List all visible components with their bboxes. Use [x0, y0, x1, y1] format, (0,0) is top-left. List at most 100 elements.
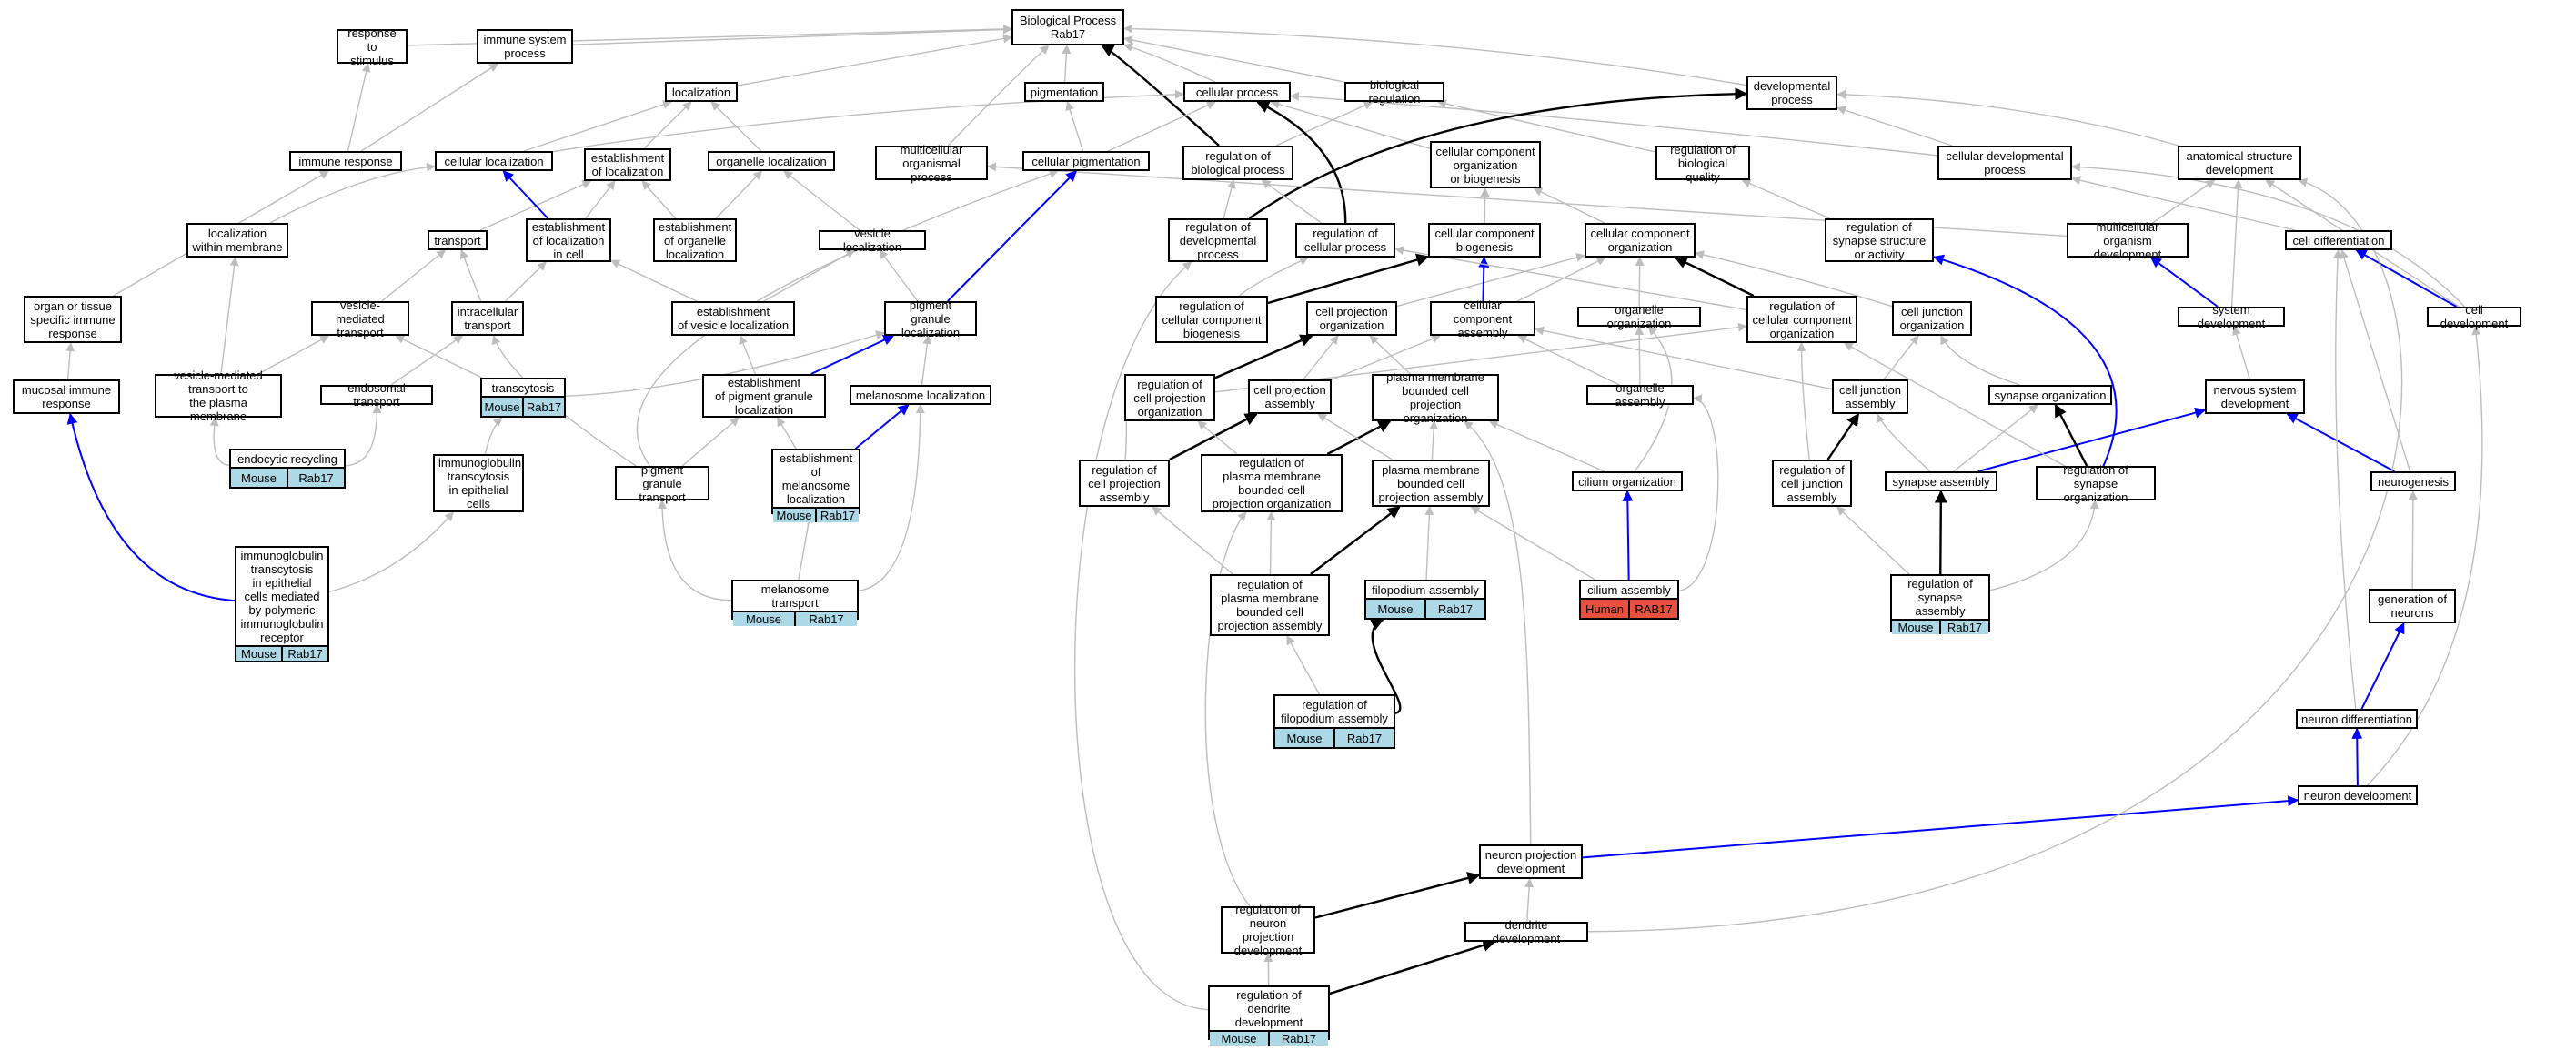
- go-term-roccco[interactable]: regulation of cellular component organiz…: [1746, 296, 1857, 343]
- go-term-label: mucosal immune response: [21, 383, 112, 410]
- go-term-itecpir[interactable]: immunoglobulin transcytosis in epithelia…: [235, 546, 329, 662]
- go-term-mod[interactable]: multicellular organism development: [2067, 220, 2189, 261]
- go-term-vl[interactable]: vesicle localization: [819, 227, 926, 254]
- go-term-ccob[interactable]: cellular component organization or bioge…: [1430, 141, 1541, 188]
- go-term-robp[interactable]: regulation of biological process: [1182, 146, 1293, 180]
- go-term-cp[interactable]: cellular process: [1183, 82, 1291, 102]
- go-term-lwm[interactable]: localization within membrane: [186, 223, 288, 258]
- go-term-isp[interactable]: immune system process: [477, 29, 573, 64]
- edge-is-a-ol-to-loc: [710, 101, 762, 152]
- go-term-vmttpm[interactable]: vesicle-mediated transport to the plasma…: [155, 369, 282, 423]
- go-term-loc[interactable]: localization: [665, 82, 738, 102]
- go-term-oo[interactable]: organelle organization: [1577, 303, 1701, 330]
- go-term-cjo[interactable]: cell junction organization: [1892, 301, 1972, 336]
- go-term-pgl[interactable]: pigment granule localization: [884, 298, 977, 339]
- go-term-tr[interactable]: transport: [428, 230, 488, 250]
- go-term-ol[interactable]: organelle localization: [708, 151, 835, 171]
- go-term-ropmbcpa[interactable]: regulation of plasma membrane bounded ce…: [1210, 574, 1330, 636]
- go-term-asd[interactable]: anatomical structure development: [2178, 146, 2301, 180]
- go-term-label: intracellular transport: [457, 305, 518, 332]
- go-term-rocja[interactable]: regulation of cell junction assembly: [1772, 460, 1852, 507]
- go-term-vmt[interactable]: vesicle-mediated transport: [311, 298, 409, 339]
- go-term-eopgl[interactable]: establishment of pigment granule localiz…: [702, 374, 826, 418]
- go-term-ir[interactable]: immune response: [289, 151, 402, 171]
- go-term-label: establishment of localization: [590, 151, 665, 178]
- go-term-otsir[interactable]: organ or tissue specific immune response: [24, 296, 122, 343]
- go-term-dp[interactable]: developmental process: [1746, 76, 1837, 110]
- go-term-cpa[interactable]: cell projection assembly: [1248, 379, 1332, 414]
- go-term-cco[interactable]: cellular component organization: [1585, 223, 1696, 258]
- go-term-ng[interactable]: neurogenesis: [2370, 471, 2456, 491]
- go-term-dd[interactable]: dendrite development: [1464, 918, 1588, 945]
- go-term-ropmbcpo[interactable]: regulation of plasma membrane bounded ce…: [1201, 454, 1343, 512]
- go-term-itec[interactable]: immunoglobulin transcytosis in epithelia…: [433, 454, 524, 512]
- go-term-et[interactable]: endosomal transport: [320, 381, 433, 409]
- go-term-label: cell projection organization: [1315, 305, 1388, 332]
- edge-part-of-cdev-to-cdiff: [2355, 249, 2457, 308]
- go-term-sd[interactable]: system development: [2178, 303, 2285, 330]
- go-term-it[interactable]: intracellular transport: [451, 301, 524, 336]
- go-term-gon[interactable]: generation of neurons: [2369, 589, 2456, 623]
- go-term-ml[interactable]: melanosome localization: [850, 385, 991, 405]
- go-term-rodp[interactable]: regulation of developmental process: [1168, 218, 1268, 262]
- go-term-sa[interactable]: synapse assembly: [1885, 471, 1997, 491]
- go-term-nsd[interactable]: nervous system development: [2205, 379, 2305, 414]
- go-term-cdp[interactable]: cellular developmental process: [1937, 146, 2072, 180]
- go-term-robq[interactable]: regulation of biological quality: [1655, 143, 1750, 184]
- go-term-cdev[interactable]: cell development: [2427, 303, 2521, 330]
- go-term-rossa[interactable]: regulation of synapse structure or activ…: [1825, 218, 1934, 262]
- go-term-rocp[interactable]: regulation of cellular process: [1295, 223, 1395, 258]
- go-term-eolc[interactable]: establishment of localization in cell: [526, 218, 611, 262]
- go-term-pgt[interactable]: pigment granule transport: [615, 463, 709, 504]
- edge-is-a-ropmbcpa-to-rocpa: [1152, 506, 1233, 575]
- go-term-cpig[interactable]: cellular pigmentation: [1022, 151, 1150, 171]
- edge-regulates-ropmbcpa-to-pmbcpa: [1310, 506, 1401, 575]
- go-term-pmbcpa[interactable]: plasma membrane bounded cell projection …: [1372, 460, 1490, 507]
- annotation-species: Mouse: [484, 399, 520, 414]
- edge-is-a-cdp-to-dp: [1836, 106, 1953, 147]
- go-term-cca[interactable]: cellular component assembly: [1430, 298, 1535, 339]
- go-term-label: cellular component biogenesis: [1434, 227, 1535, 254]
- go-term-eol[interactable]: establishment of localization: [584, 148, 671, 181]
- go-term-pmbcpo[interactable]: plasma membrane bounded cell projection …: [1372, 370, 1499, 425]
- go-term-oa[interactable]: organelle assembly: [1586, 381, 1694, 409]
- go-term-roccb[interactable]: regulation of cellular component biogene…: [1155, 296, 1268, 343]
- go-term-eovl[interactable]: establishment of vesicle localization: [671, 301, 795, 336]
- go-term-cdiff[interactable]: cell differentiation: [2285, 230, 2392, 250]
- go-term-so[interactable]: synapse organization: [1988, 385, 2112, 405]
- go-term-cpo[interactable]: cell projection organization: [1306, 301, 1397, 336]
- go-term-rocpa[interactable]: regulation of cell projection assembly: [1079, 460, 1170, 507]
- go-term-roso[interactable]: regulation of synapse organization: [2036, 463, 2156, 504]
- go-term-npd[interactable]: neuron projection development: [1479, 844, 1583, 879]
- go-term-label: cellular developmental process: [1946, 149, 2064, 177]
- annotation-gene: Rab17: [815, 509, 859, 522]
- go-term-mir[interactable]: mucosal immune response: [13, 379, 120, 414]
- go-term-label: cellular component assembly: [1453, 298, 1513, 339]
- go-term-cl[interactable]: cellular localization: [435, 151, 553, 171]
- go-term-ccb[interactable]: cellular component biogenesis: [1428, 223, 1541, 258]
- edge-is-a-roso-to-roccco: [1843, 342, 2066, 467]
- go-term-ronpd[interactable]: regulation of neuron projection developm…: [1221, 903, 1315, 957]
- go-term-bp[interactable]: Biological Process Rab17: [1011, 9, 1124, 45]
- go-term-cio[interactable]: cilium organization: [1572, 471, 1683, 491]
- go-term-rts[interactable]: response to stimulus: [337, 26, 408, 67]
- go-term-eool[interactable]: establishment of organelle localization: [653, 218, 737, 262]
- go-term-pig[interactable]: pigmentation: [1024, 82, 1104, 102]
- go-term-mop[interactable]: multicellular organismal process: [875, 143, 988, 184]
- go-term-br[interactable]: biological regulation: [1344, 78, 1444, 106]
- go-term-eoml[interactable]: establishment of melanosome localization…: [771, 449, 860, 522]
- go-term-cja[interactable]: cell junction assembly: [1832, 379, 1908, 414]
- go-term-ndev[interactable]: neuron development: [2298, 785, 2418, 805]
- go-term-rocpo[interactable]: regulation of cell projection organizati…: [1124, 374, 1215, 421]
- go-term-ndiff[interactable]: neuron differentiation: [2296, 709, 2418, 729]
